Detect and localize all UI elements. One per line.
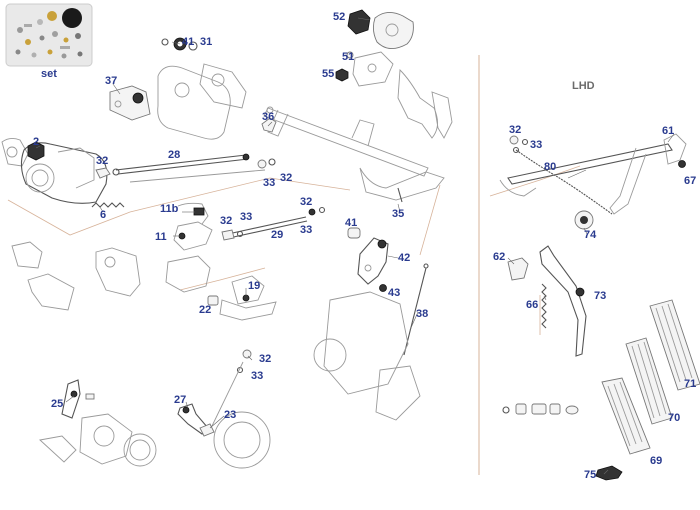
callout-69[interactable]: 69 [650, 455, 662, 467]
callout-33-lower[interactable]: 33 [251, 370, 263, 382]
reservoir-cap-part[interactable] [347, 9, 414, 49]
callout-32-lhd[interactable]: 32 [509, 124, 521, 136]
pivot-bracket-37-part[interactable] [109, 85, 151, 121]
bush-73-part[interactable] [575, 287, 585, 297]
callout-41[interactable]: 41 [182, 36, 194, 48]
mounting-plate-part[interactable] [352, 51, 394, 87]
callout-labels: 52 41 31 51 55 37 36 2 28 32 32 33 6 11b… [33, 11, 696, 481]
callout-52[interactable]: 52 [333, 11, 345, 23]
callout-27[interactable]: 27 [174, 394, 186, 406]
callout-28[interactable]: 28 [168, 149, 180, 161]
callout-70[interactable]: 70 [668, 412, 680, 424]
callout-32-clevis[interactable]: 32 [300, 196, 312, 208]
bracket-62-part[interactable] [507, 257, 529, 281]
callout-80[interactable]: 80 [544, 161, 556, 173]
bracket-75-part[interactable] [595, 465, 623, 481]
callout-62[interactable]: 62 [493, 251, 505, 263]
lhd-cross-shaft-part[interactable] [499, 133, 687, 215]
adjuster-rod-29-part[interactable] [221, 206, 326, 241]
bracket-left-1 [11, 241, 43, 269]
callout-55[interactable]: 55 [322, 68, 334, 80]
return-spring-6-part[interactable] [91, 202, 125, 208]
kit-label: set [41, 68, 57, 80]
flange-plate-part [79, 413, 133, 465]
pedal-box-housing [157, 65, 231, 140]
callout-32-lower[interactable]: 32 [259, 353, 271, 365]
servo-mount-outline [323, 291, 409, 395]
brake-disc-part [213, 411, 271, 469]
nut-part[interactable] [335, 68, 349, 82]
callout-31[interactable]: 31 [200, 36, 212, 48]
callout-35[interactable]: 35 [392, 208, 404, 220]
callout-66[interactable]: 66 [526, 299, 538, 311]
callout-33-clevis[interactable]: 33 [300, 224, 312, 236]
callout-33-balljoint[interactable]: 33 [263, 177, 275, 189]
callout-23[interactable]: 23 [224, 409, 236, 421]
callout-43[interactable]: 43 [388, 287, 400, 299]
hardware-kit-thumbnail[interactable] [5, 3, 93, 67]
lever-plate-part [165, 255, 211, 293]
cable-80-part[interactable] [512, 146, 613, 215]
push-rod-28-part[interactable] [112, 153, 250, 176]
pedal-pad-71-part[interactable] [649, 299, 700, 391]
clip-67-part[interactable] [678, 160, 686, 168]
callout-75[interactable]: 75 [584, 469, 596, 481]
assembly-guide-lines [7, 165, 581, 335]
gasket-2-part[interactable] [27, 141, 45, 161]
pedal-pivot-11b-part[interactable] [177, 202, 209, 225]
link-arm-part [219, 299, 277, 321]
callout-32-rod-end[interactable]: 32 [96, 155, 108, 167]
balljoint-32b-part[interactable] [257, 158, 276, 169]
rod-end-32a-part[interactable] [95, 167, 111, 179]
leader-lines [35, 17, 675, 475]
bracket-25-part[interactable] [61, 379, 95, 419]
support-bracket-part[interactable] [397, 68, 438, 139]
callout-25[interactable]: 25 [51, 398, 63, 410]
bush-22-part[interactable] [207, 295, 219, 306]
nut-43-part[interactable] [379, 284, 387, 292]
rod-lower-part [211, 361, 244, 427]
callout-67[interactable]: 67 [684, 175, 696, 187]
callout-2[interactable]: 2 [33, 136, 39, 148]
small-washer-part[interactable] [346, 51, 354, 59]
callout-74[interactable]: 74 [584, 229, 597, 241]
pedal-pad-70-part[interactable] [625, 337, 673, 425]
hardware-row-part[interactable] [502, 403, 579, 415]
callout-73[interactable]: 73 [594, 290, 606, 302]
callout-42[interactable]: 42 [398, 252, 410, 264]
callout-41-bush[interactable]: 41 [345, 217, 357, 229]
callout-32-adjuster[interactable]: 32 [220, 215, 232, 227]
pin-35-part[interactable] [397, 187, 403, 203]
bush-41-part[interactable] [347, 227, 361, 239]
bracket-left-2 [27, 273, 75, 311]
callout-61[interactable]: 61 [662, 125, 674, 137]
cross-shaft-assembly[interactable] [263, 106, 445, 201]
callout-11[interactable]: 11 [155, 231, 167, 243]
callout-29[interactable]: 29 [271, 229, 283, 241]
lhd-section-label: LHD [572, 80, 595, 92]
callout-38[interactable]: 38 [416, 308, 428, 320]
bellcrank-42-part[interactable] [357, 237, 389, 285]
callout-33-lhd[interactable]: 33 [530, 139, 542, 151]
callout-6[interactable]: 6 [100, 209, 106, 221]
pedal-pad-69-part[interactable] [601, 377, 651, 455]
callout-33-adjuster[interactable]: 33 [240, 211, 252, 223]
callout-11b[interactable]: 11b [160, 203, 179, 215]
callout-37[interactable]: 37 [105, 75, 117, 87]
callout-32-balljoint[interactable]: 32 [280, 172, 292, 184]
callout-19[interactable]: 19 [248, 280, 260, 292]
callout-51[interactable]: 51 [342, 51, 354, 63]
rod-28-lower [129, 169, 266, 183]
callout-36[interactable]: 36 [262, 111, 274, 123]
callout-71[interactable]: 71 [684, 378, 696, 390]
pump-body-part [95, 247, 141, 297]
pedal-arm-lhd-part[interactable] [539, 245, 587, 357]
spring-66-part[interactable] [541, 283, 547, 329]
master-cylinder-part[interactable] [1, 137, 108, 204]
spring-clip-23-part[interactable] [199, 423, 215, 437]
callout-22[interactable]: 22 [199, 304, 211, 316]
balljoint-32f-part[interactable] [509, 135, 529, 146]
